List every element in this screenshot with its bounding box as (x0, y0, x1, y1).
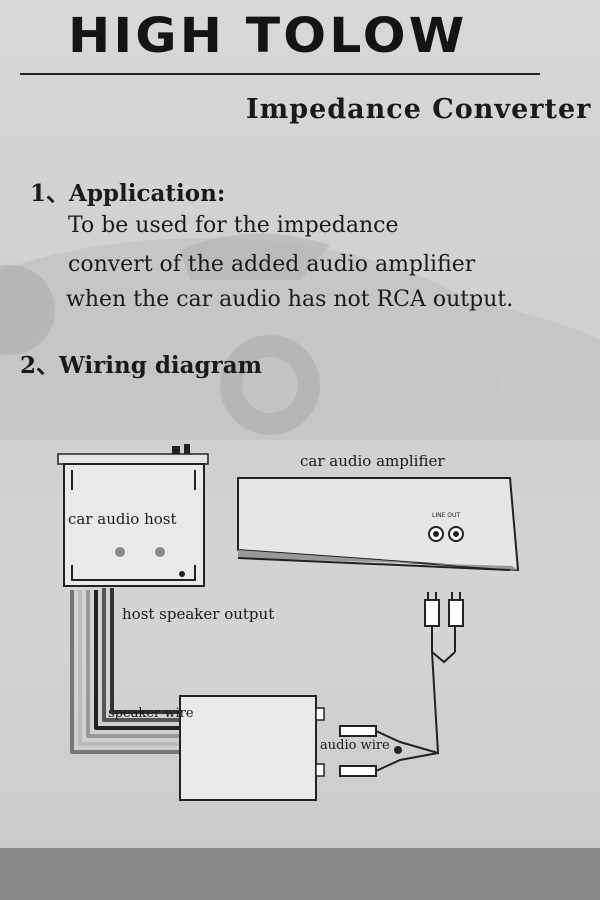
car-audio-amplifier-unit (237, 477, 520, 572)
page-title: HIGH TOLOW (68, 8, 468, 64)
impedance-converter-box (179, 695, 325, 801)
page-subtitle: Impedance Converter (246, 94, 592, 125)
title-divider (20, 73, 540, 75)
label-line-out: LINE OUT (432, 512, 461, 519)
application-line-2: convert of the added audio amplifier (68, 252, 476, 277)
label-audio-wire: audio wire (320, 738, 390, 753)
application-heading: 1、Application: (30, 180, 226, 207)
application-line-3: when the car audio has not RCA output. (66, 287, 514, 312)
car-audio-host-unit (57, 444, 209, 587)
rca-audio-wire (339, 592, 464, 777)
wiring-heading: 2、Wiring diagram (20, 352, 262, 379)
bottom-strip (0, 848, 600, 900)
label-car-audio-host: car audio host (68, 510, 177, 528)
background-car-illustration (0, 233, 600, 440)
speaker-wire-bundle (70, 588, 185, 754)
label-car-audio-amplifier: car audio amplifier (300, 452, 445, 470)
application-line-1: To be used for the impedance (68, 213, 399, 238)
wiring-diagram (57, 444, 520, 801)
label-speaker-wire: speaker wire (108, 706, 194, 721)
label-host-speaker-output: host speaker output (122, 605, 275, 623)
